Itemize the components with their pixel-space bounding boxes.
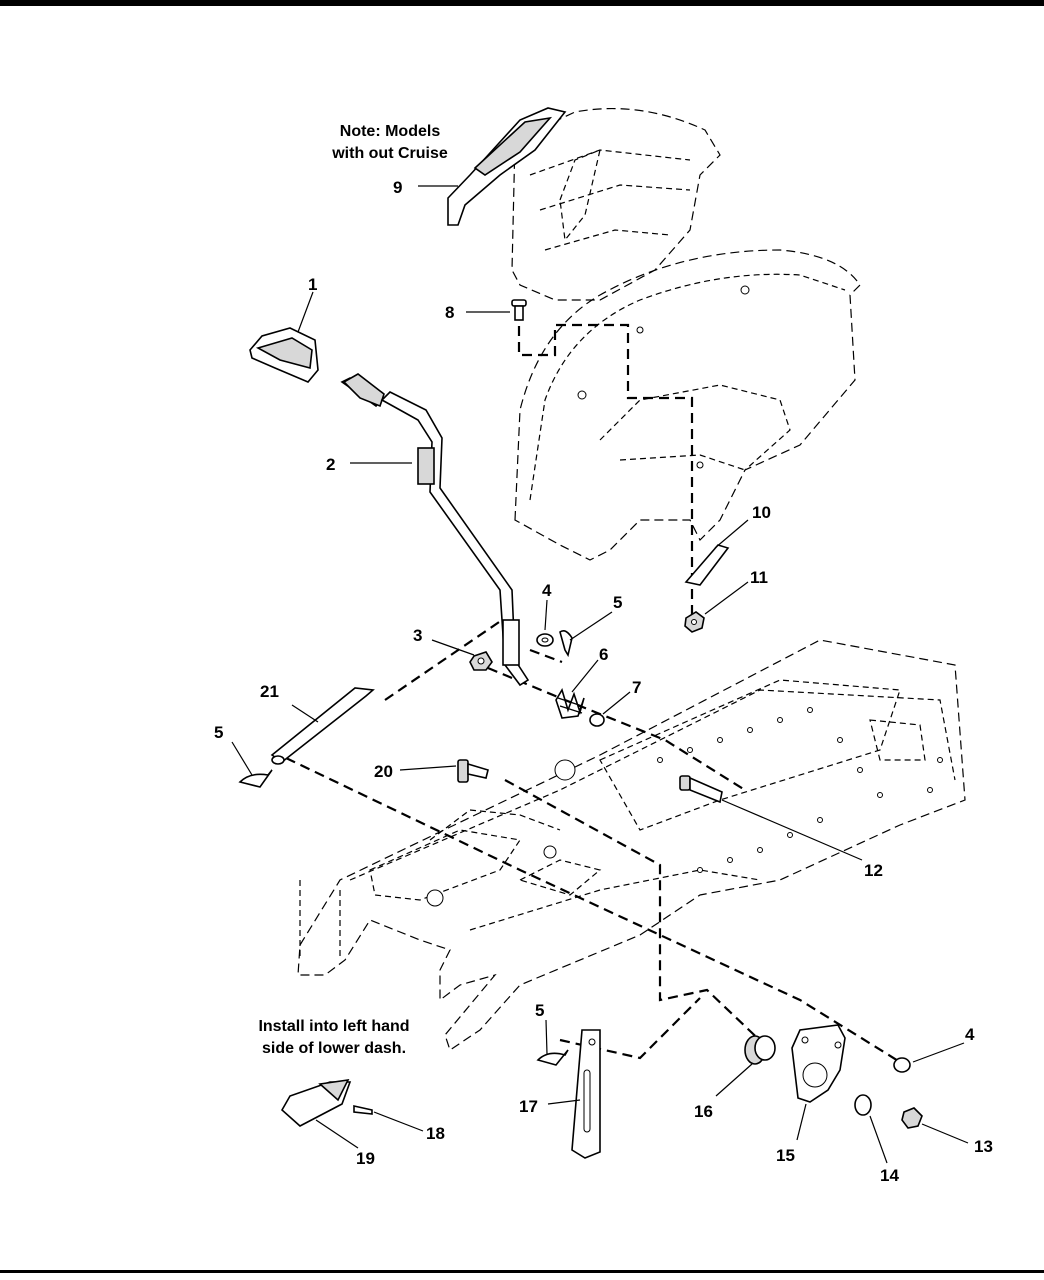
callout-11: 11 — [750, 568, 768, 587]
part-2-lever — [340, 373, 530, 687]
callout-12: 12 — [864, 861, 883, 880]
part-19-cover — [280, 1078, 352, 1127]
callout-4b: 4 — [965, 1025, 975, 1044]
part-11-nut — [684, 611, 705, 633]
callout-1: 1 — [308, 275, 317, 294]
callout-21: 21 — [260, 682, 279, 701]
callout-5b: 5 — [214, 723, 223, 742]
part-4-washer-upper — [536, 633, 554, 647]
part-1-knob — [249, 327, 319, 383]
callout-19: 19 — [356, 1149, 375, 1168]
cruise-note-line2: with out Cruise — [331, 145, 448, 162]
part-4-washer-lower — [893, 1057, 911, 1073]
cruise-note-line1: Note: Models — [340, 123, 441, 140]
callout-4a: 4 — [542, 581, 552, 600]
part-5-cotter-upper — [559, 630, 573, 658]
callout-7: 7 — [632, 678, 641, 697]
callout-2: 2 — [326, 455, 335, 474]
install-note-line2: side of lower dash. — [262, 1040, 406, 1057]
frame-slots — [657, 707, 943, 873]
callout-20: 20 — [374, 762, 393, 781]
part-3-nut — [469, 651, 493, 671]
assembly-lines — [285, 310, 901, 1063]
main-frame-ghost — [297, 639, 966, 1051]
bottom-rule — [0, 1270, 1044, 1273]
part-20-bolt — [457, 759, 489, 783]
callout-15: 15 — [776, 1146, 795, 1165]
part-7-washer — [589, 713, 605, 727]
part-10-bracket — [684, 544, 730, 586]
callout-13: 13 — [974, 1137, 993, 1156]
part-14-washer — [854, 1094, 872, 1116]
top-rule — [0, 0, 1044, 6]
callout-17: 17 — [519, 1097, 538, 1116]
install-note-line1: Install into left hand — [258, 1018, 409, 1035]
part-5-cotter-left — [238, 769, 273, 788]
part-6-spring — [555, 688, 585, 719]
part-5-cotter-lower — [536, 1049, 569, 1066]
part-8-bolt — [511, 299, 527, 321]
callout-3: 3 — [413, 626, 422, 645]
fender-ghost — [514, 249, 861, 561]
part-9-filler-plate — [447, 107, 567, 226]
callout-14: 14 — [880, 1166, 899, 1185]
callout-10: 10 — [752, 503, 771, 522]
callout-8: 8 — [445, 303, 454, 322]
callout-18: 18 — [426, 1124, 445, 1143]
part-21-rod — [270, 687, 375, 765]
callout-5c: 5 — [535, 1001, 544, 1020]
callout-6: 6 — [599, 645, 608, 664]
part-18-screw — [353, 1105, 373, 1115]
part-17-link — [571, 1029, 601, 1159]
callout-5a: 5 — [613, 593, 622, 612]
part-12-bolt — [679, 775, 723, 804]
part-16-bushing — [744, 1035, 776, 1065]
part-15-bracket — [791, 1024, 846, 1103]
leader-lines — [231, 185, 969, 1164]
callout-9: 9 — [393, 178, 402, 197]
callout-16: 16 — [694, 1102, 713, 1121]
upper-console-ghost — [511, 108, 721, 301]
part-13-nut — [901, 1107, 923, 1129]
